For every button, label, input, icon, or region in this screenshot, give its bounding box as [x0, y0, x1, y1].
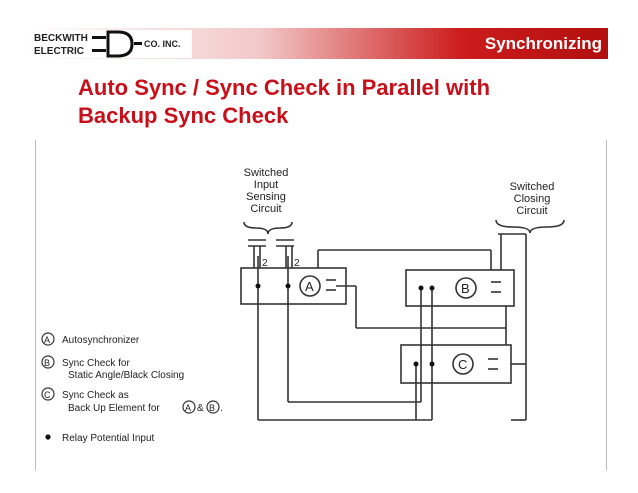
- legend-c-symbol: C: [44, 390, 51, 400]
- relay-input-dot: [429, 285, 435, 291]
- input-sensing-label-3: Sensing: [246, 191, 286, 203]
- page-title: Auto Sync / Sync Check in Parallel with …: [78, 74, 598, 130]
- relay-input-dot: [418, 285, 424, 291]
- logo-line1: BECKWITH: [34, 33, 88, 44]
- legend-a-text: Autosynchronizer: [62, 335, 140, 346]
- relay-input-dot: [413, 361, 419, 367]
- logo-suffix: CO. INC.: [144, 39, 181, 49]
- page-title-line2: Backup Sync Check: [78, 103, 289, 128]
- legend-c-amp: &: [197, 403, 204, 414]
- legend-c-text-1: Sync Check as: [62, 390, 129, 401]
- page-title-line1: Auto Sync / Sync Check in Parallel with: [78, 75, 491, 100]
- legend-c-ref-b: B: [209, 403, 215, 413]
- element-c-label: C: [458, 357, 467, 372]
- relay-input-dot: [429, 361, 435, 367]
- closing-circuit-label-2: Closing: [514, 193, 551, 205]
- diagram-svg: A B C 2 2 Switched Input Sensing Circuit…: [41, 167, 565, 444]
- element-b-label: B: [461, 281, 470, 296]
- input-sensing-label-4: Circuit: [250, 203, 281, 215]
- legend-b-text-2: Static Angle/Black Closing: [68, 370, 184, 381]
- legend-dot-text: Relay Potential Input: [62, 433, 155, 444]
- legend-c-text-2: Back Up Element for: [68, 403, 160, 414]
- input-sensing-label-2: Input: [254, 179, 278, 191]
- company-logo: BECKWITH ELECTRIC CO. INC.: [32, 30, 192, 58]
- section-title: Synchronizing: [484, 34, 602, 53]
- logo-line2: ELECTRIC: [34, 46, 84, 57]
- legend-b-text-1: Sync Check for: [62, 358, 130, 369]
- logo-mark: BECKWITH ELECTRIC CO. INC.: [32, 30, 192, 58]
- vt-ratio-label: 2: [294, 258, 300, 269]
- closing-circuit-label-3: Circuit: [516, 205, 547, 217]
- wiring-diagram: A B C 2 2 Switched Input Sensing Circuit…: [35, 140, 607, 470]
- legend-c-end: .: [220, 403, 223, 414]
- relay-input-dot: [255, 283, 261, 289]
- legend-a-symbol: A: [44, 335, 50, 345]
- legend-c-ref-a: A: [185, 403, 191, 413]
- closing-circuit-label-1: Switched: [510, 181, 555, 193]
- relay-input-dot: [285, 283, 291, 289]
- legend-b-symbol: B: [44, 358, 50, 368]
- input-sensing-label-1: Switched: [244, 167, 289, 179]
- vt-ratio-label: 2: [262, 258, 268, 269]
- element-a-label: A: [305, 279, 314, 294]
